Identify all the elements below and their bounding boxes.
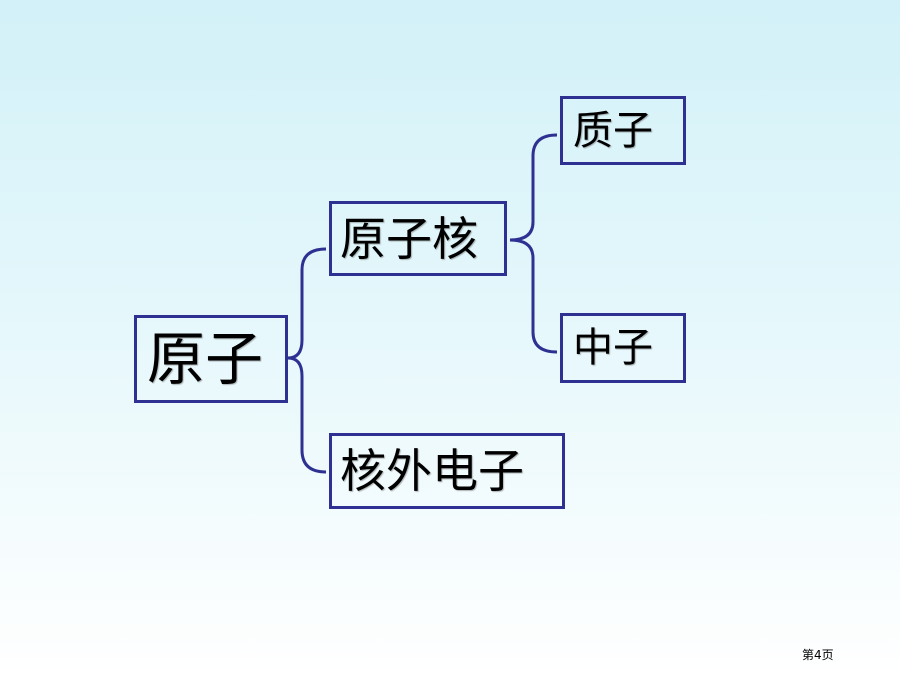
proton-label: 质子	[573, 107, 653, 154]
page-number: 第4页	[802, 648, 834, 662]
neutron-node: 中子	[560, 313, 686, 383]
electron-node: 核外电子	[329, 433, 565, 509]
atom-node: 原子	[134, 315, 288, 403]
nucleus-node: 原子核	[329, 201, 507, 276]
brace-nucleus	[509, 133, 558, 354]
proton-node: 质子	[560, 96, 686, 165]
nucleus-label: 原子核	[340, 211, 478, 266]
atom-label: 原子	[147, 325, 264, 393]
neutron-label: 中子	[573, 325, 653, 371]
brace-atom	[287, 247, 327, 474]
electron-label: 核外电子	[340, 444, 524, 498]
